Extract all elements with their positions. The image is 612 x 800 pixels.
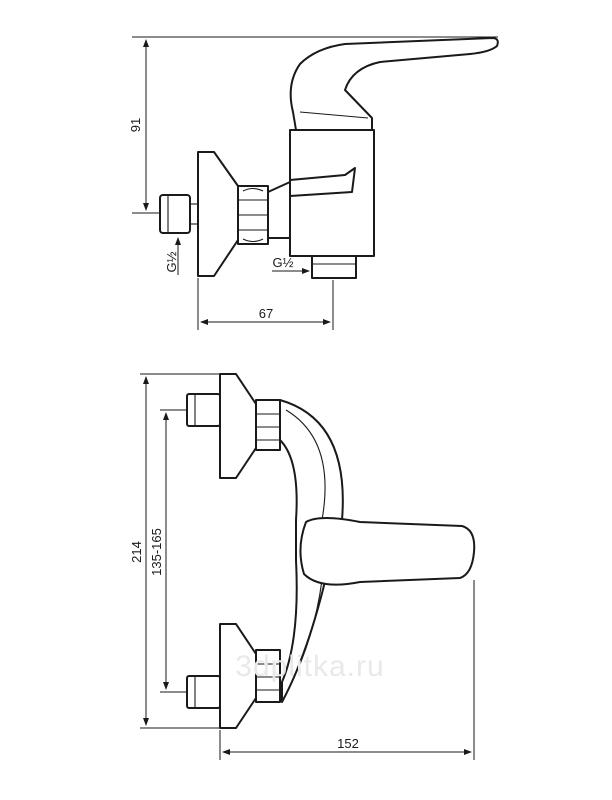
top-view: 214 135-165 152 3dplitka.ru bbox=[129, 373, 476, 760]
lower-hex-nut bbox=[255, 649, 281, 703]
dim-height-label: 91 bbox=[128, 118, 143, 132]
outlet-nozzle bbox=[311, 255, 357, 279]
dim-projection-label: 152 bbox=[337, 736, 359, 751]
upper-wall-flange bbox=[219, 373, 257, 479]
dim-depth-label: 67 bbox=[259, 306, 273, 321]
upper-inlet-fitting bbox=[186, 393, 221, 427]
lower-inlet-fitting bbox=[186, 675, 221, 709]
dim-overall-length-label: 214 bbox=[129, 541, 144, 563]
lever-handle bbox=[289, 37, 499, 131]
inlet-fitting bbox=[159, 194, 191, 234]
side-view: 91 G½ G½ 67 bbox=[128, 36, 499, 330]
outlet-thread-label: G½ bbox=[273, 255, 294, 270]
upper-hex-nut bbox=[255, 399, 281, 451]
lever-handle-top bbox=[299, 517, 476, 586]
wall-flange bbox=[197, 151, 239, 277]
watermark-text: 3dplitka.ru bbox=[235, 650, 384, 683]
inlet-thread-label: G½ bbox=[164, 251, 179, 272]
dim-center-distance-label: 135-165 bbox=[149, 528, 164, 576]
